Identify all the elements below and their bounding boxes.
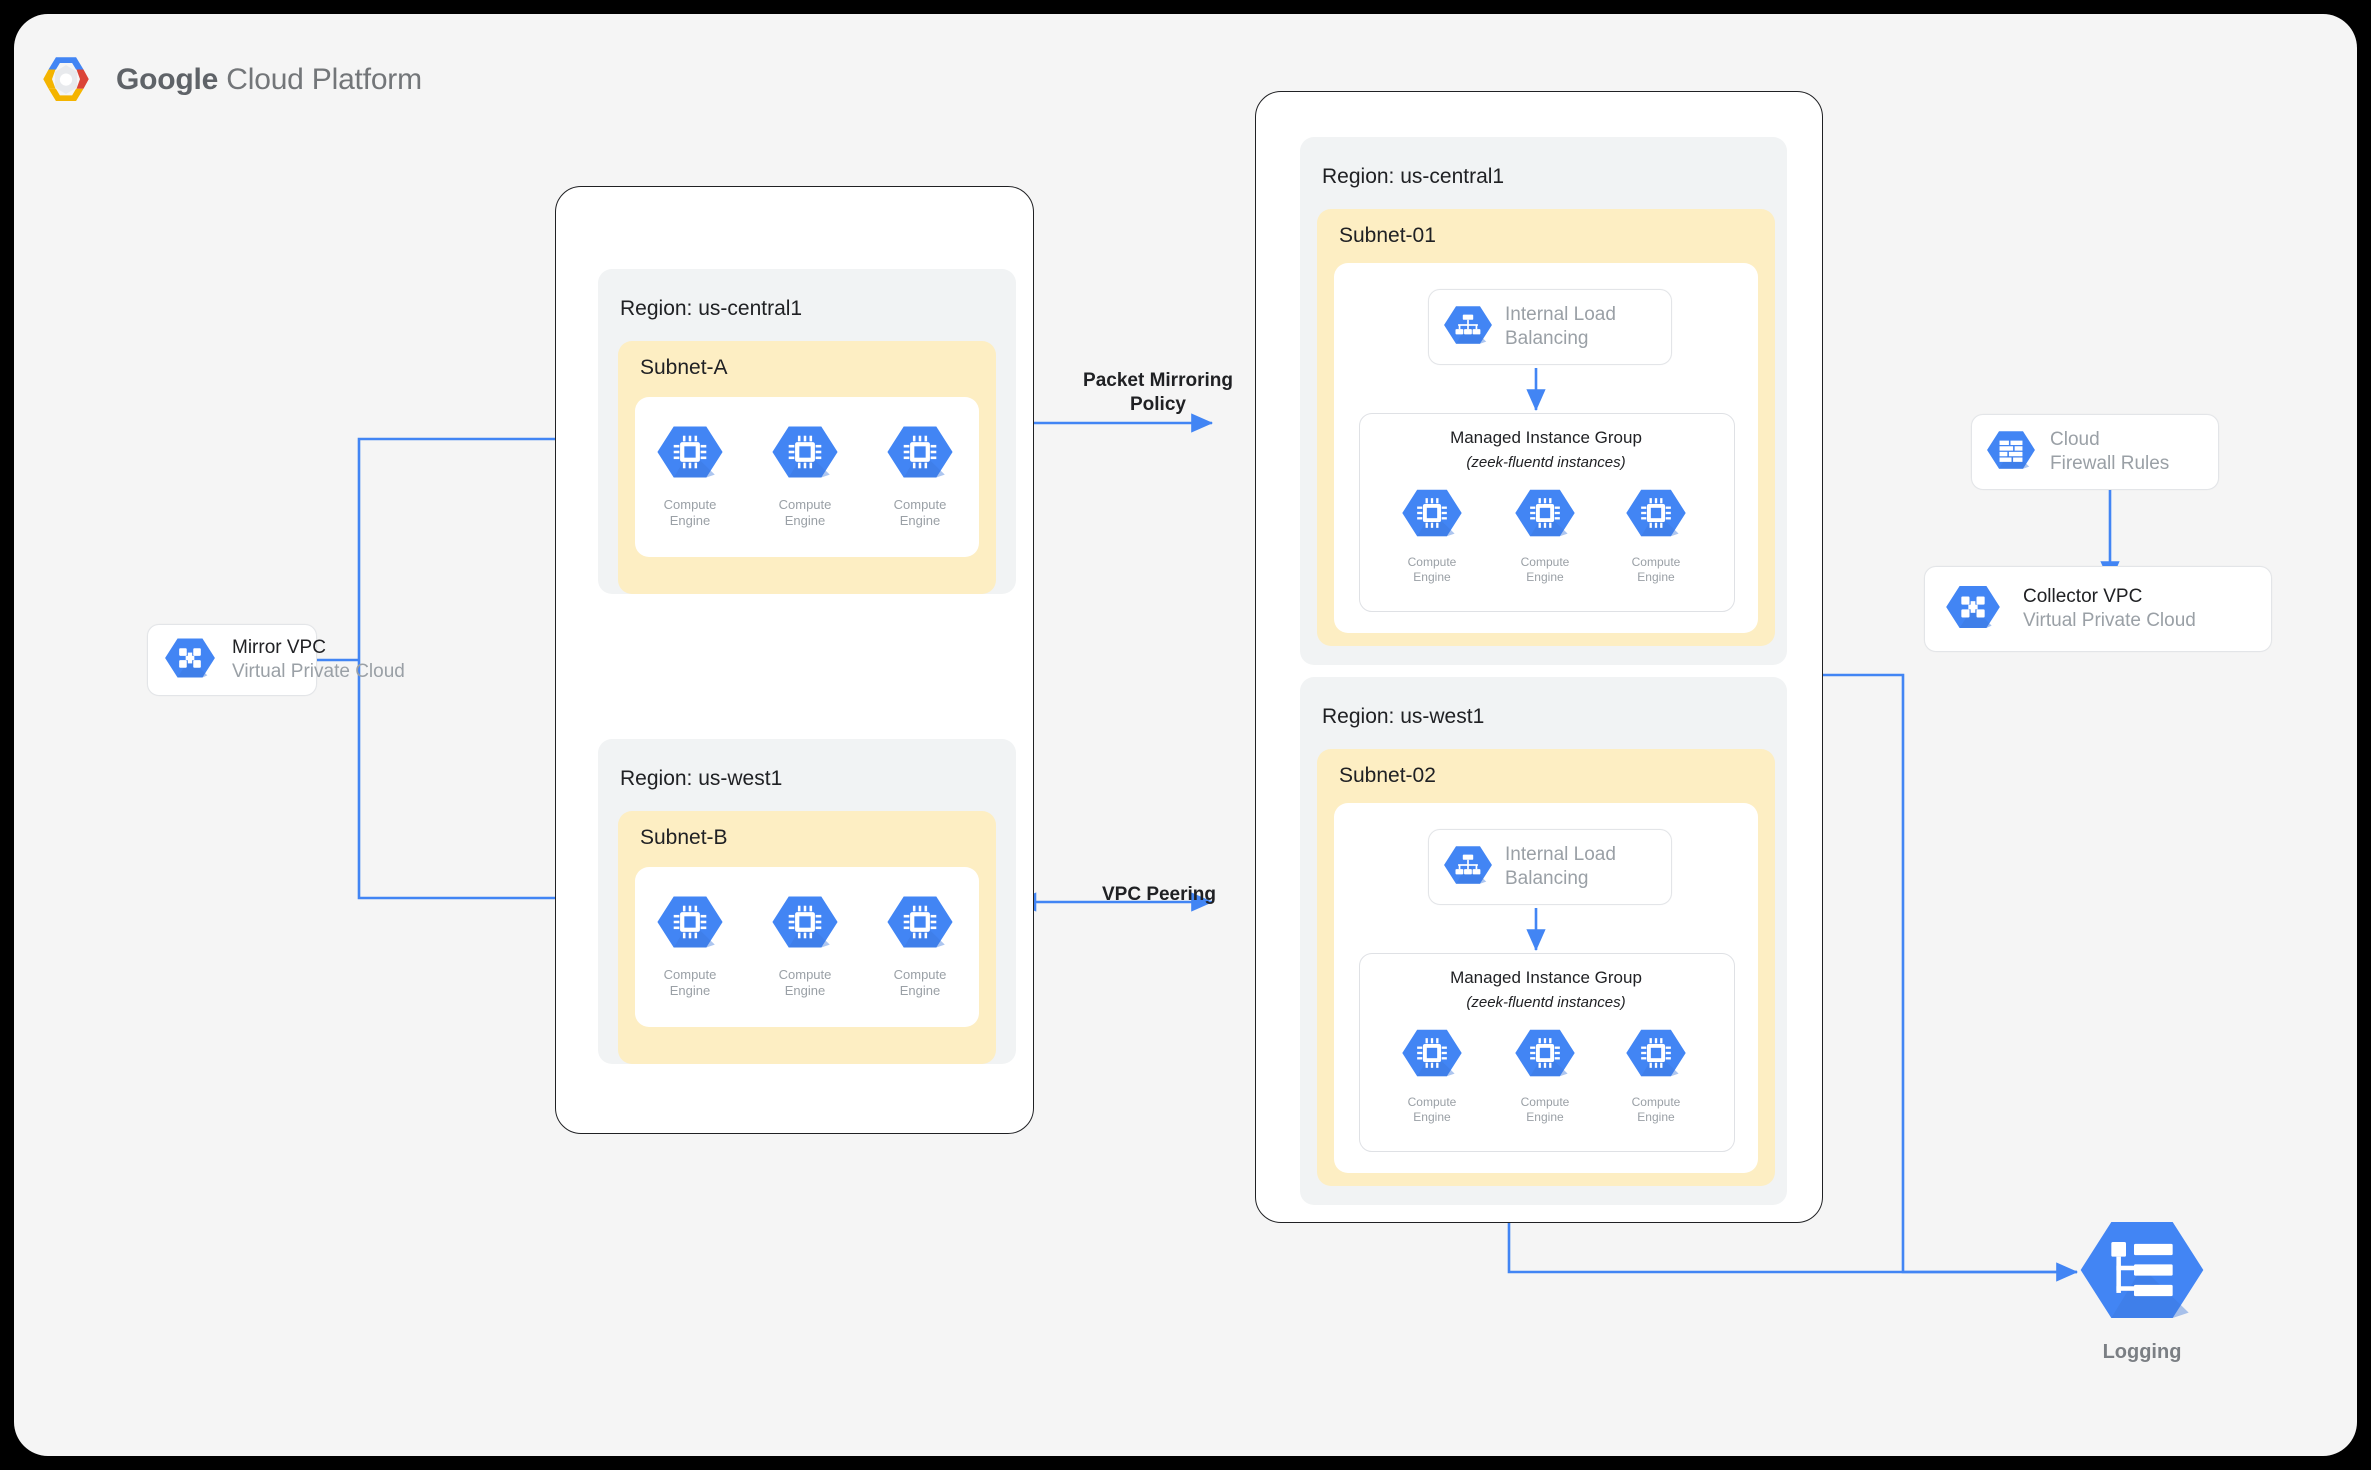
compute-engine-label: Compute Engine xyxy=(1520,1095,1570,1124)
compute-engine-b-3[interactable]: Compute Engine xyxy=(872,888,968,999)
region-label-mirror-us-west1: Region: us-west1 xyxy=(620,767,783,790)
ilb-line2: Balancing xyxy=(1505,328,1589,349)
mig-subtitle-01: (zeek-fluentd instances) xyxy=(1466,454,1626,471)
collector-vpc-chip[interactable]: Collector VPC Virtual Private Cloud xyxy=(1924,566,2272,652)
compute-engine-mig01-3[interactable]: Compute Engine xyxy=(1608,482,1704,584)
compute-engine-mig02-2[interactable]: Compute Engine xyxy=(1497,1022,1593,1124)
compute-engine-icon xyxy=(1514,482,1576,549)
ilb-line1: Internal Load xyxy=(1505,303,1616,325)
region-label-collector-us-central1: Region: us-central1 xyxy=(1322,165,1505,188)
compute-engine-icon xyxy=(656,418,724,491)
internal-load-balancing-chip-02[interactable]: Internal Load Balancing xyxy=(1428,829,1672,905)
ilb-line1: Internal Load xyxy=(1505,843,1616,865)
compute-engine-icon xyxy=(1625,482,1687,549)
compute-engine-a-3[interactable]: Compute Engine xyxy=(872,418,968,529)
region-label-mirror-us-central1: Region: us-central1 xyxy=(620,297,803,320)
mirror-vpc-chip[interactable]: Mirror VPC Virtual Private Cloud xyxy=(147,624,405,696)
edge-label-vpc-peering: VPC Peering xyxy=(1101,884,1217,905)
compute-engine-icon xyxy=(1401,1022,1463,1089)
edge-label-packet-mirroring: Packet Mirroring Policy xyxy=(1083,370,1233,415)
collector-vpc-title: Collector VPC xyxy=(2023,585,2143,607)
gcp-logo-icon xyxy=(38,52,94,108)
compute-engine-label: Compute Engine xyxy=(663,967,717,998)
internal-load-balancing-chip-01[interactable]: Internal Load Balancing xyxy=(1428,289,1672,365)
compute-engine-a-1[interactable]: Compute Engine xyxy=(642,418,738,529)
mig-title-02: Managed Instance Group xyxy=(1450,968,1642,987)
load-balancing-icon xyxy=(1443,840,1493,895)
region-label-collector-us-west1: Region: us-west1 xyxy=(1322,705,1485,728)
subnet-label-a: Subnet-A xyxy=(640,356,728,379)
compute-engine-label: Compute Engine xyxy=(893,967,947,998)
compute-engine-label: Compute Engine xyxy=(1631,1095,1681,1124)
diagram-surface: Google Cloud Platform xyxy=(14,14,2357,1456)
vpc-icon xyxy=(164,632,216,689)
compute-engine-icon xyxy=(771,418,839,491)
compute-engine-label: Compute Engine xyxy=(893,497,947,528)
mig-title-01: Managed Instance Group xyxy=(1450,428,1642,447)
logging-icon xyxy=(2078,1222,2206,1338)
ilb-to-mig-connector-01 xyxy=(1526,368,1546,412)
compute-engine-icon xyxy=(886,418,954,491)
firewall-line2: Firewall Rules xyxy=(2050,453,2170,474)
brand-normal: Cloud Platform xyxy=(218,63,422,96)
compute-engine-label: Compute Engine xyxy=(1407,1095,1457,1124)
compute-engine-icon xyxy=(886,888,954,961)
compute-engine-icon xyxy=(656,888,724,961)
compute-engine-label: Compute Engine xyxy=(778,497,832,528)
compute-engine-label: Compute Engine xyxy=(778,967,832,998)
load-balancing-icon xyxy=(1443,300,1493,355)
logging-node[interactable] xyxy=(2078,1206,2206,1339)
ilb-to-mig-connector-02 xyxy=(1526,908,1546,952)
subnet-label-01: Subnet-01 xyxy=(1339,224,1436,247)
compute-engine-icon xyxy=(1514,1022,1576,1089)
mig-subtitle-02: (zeek-fluentd instances) xyxy=(1466,994,1626,1011)
compute-engine-b-2[interactable]: Compute Engine xyxy=(757,888,853,999)
compute-engine-b-1[interactable]: Compute Engine xyxy=(642,888,738,999)
firewall-line1: Cloud xyxy=(2050,428,2100,450)
ilb-line2: Balancing xyxy=(1505,868,1589,889)
compute-engine-mig01-2[interactable]: Compute Engine xyxy=(1497,482,1593,584)
mirror-vpc-title: Mirror VPC xyxy=(232,636,326,658)
page-title: Google Cloud Platform xyxy=(116,63,422,97)
compute-engine-a-2[interactable]: Compute Engine xyxy=(757,418,853,529)
compute-engine-icon xyxy=(771,888,839,961)
compute-engine-label: Compute Engine xyxy=(1631,555,1681,584)
logging-label: Logging xyxy=(2102,1341,2182,1363)
mirror-vpc-subtitle: Virtual Private Cloud xyxy=(232,661,405,682)
vpc-icon xyxy=(1945,579,2001,640)
compute-engine-label: Compute Engine xyxy=(1520,555,1570,584)
compute-engine-mig02-3[interactable]: Compute Engine xyxy=(1608,1022,1704,1124)
collector-vpc-subtitle: Virtual Private Cloud xyxy=(2023,610,2196,631)
compute-engine-mig01-1[interactable]: Compute Engine xyxy=(1384,482,1480,584)
brand-bold: Google xyxy=(116,63,219,96)
subnet-label-b: Subnet-B xyxy=(640,826,728,849)
compute-engine-mig02-1[interactable]: Compute Engine xyxy=(1384,1022,1480,1124)
brand-header: Google Cloud Platform xyxy=(38,52,422,108)
connector-layer xyxy=(317,393,2120,1282)
cloud-firewall-rules-chip[interactable]: Cloud Firewall Rules xyxy=(1971,414,2219,490)
compute-engine-icon xyxy=(1401,482,1463,549)
subnet-label-02: Subnet-02 xyxy=(1339,764,1436,787)
compute-engine-label: Compute Engine xyxy=(1407,555,1457,584)
compute-engine-icon xyxy=(1625,1022,1687,1089)
firewall-icon xyxy=(1986,425,2036,480)
compute-engine-label: Compute Engine xyxy=(663,497,717,528)
